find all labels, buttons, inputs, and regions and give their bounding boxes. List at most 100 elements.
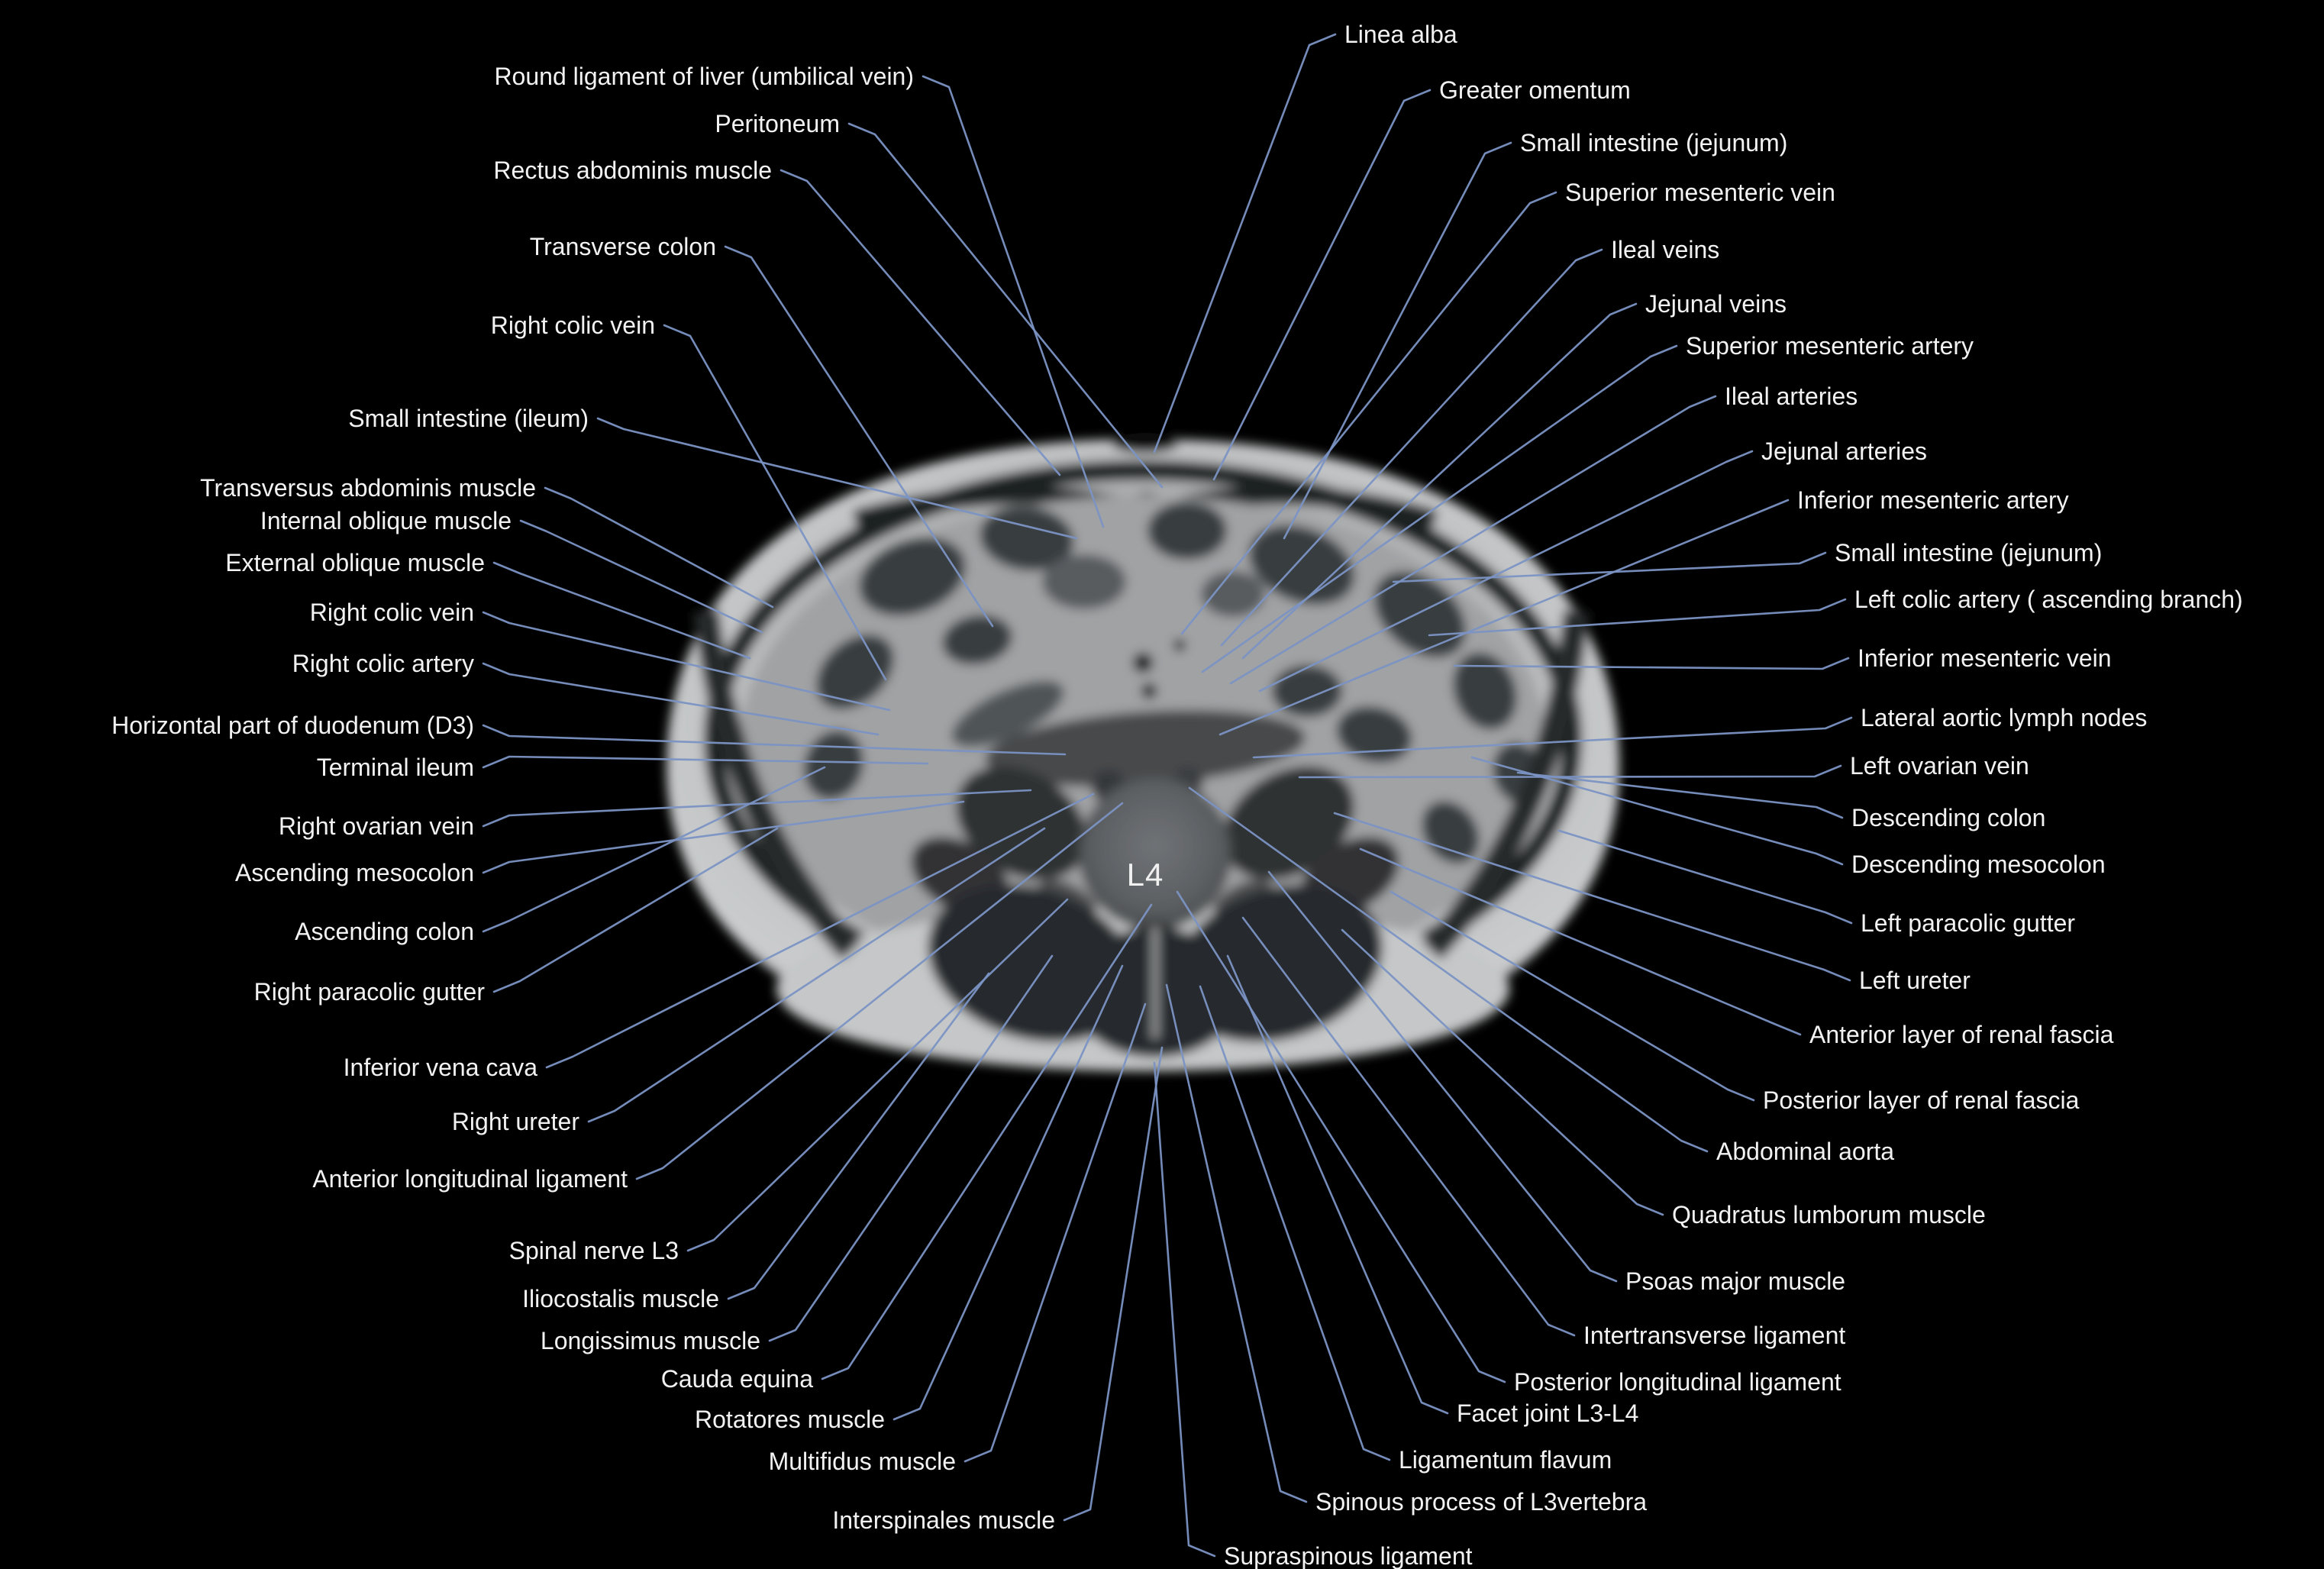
leader-line-right-colic-vein bbox=[663, 324, 887, 681]
paraspinal-muscles bbox=[928, 885, 1383, 1057]
anatomy-label-horizontal-part-of-duodenum-d3: Horizontal part of duodenum (D3) bbox=[111, 712, 474, 739]
anatomy-label-small-intestine-jejunum: Small intestine (jejunum) bbox=[1520, 129, 1788, 157]
anatomy-label-ligamentum-flavum: Ligamentum flavum bbox=[1399, 1446, 1612, 1474]
anatomy-label-posterior-layer-of-renal-fascia: Posterior layer of renal fascia bbox=[1763, 1086, 2080, 1114]
leader-line-ileal-veins bbox=[1220, 248, 1603, 647]
psoas-major-left bbox=[1223, 766, 1354, 880]
umbilicus-notch bbox=[1112, 433, 1179, 453]
leader-line-facet-joint-l3-l4 bbox=[1226, 954, 1449, 1415]
leader-line-intertransverse-ligament bbox=[1241, 916, 1576, 1337]
leader-line-right-ovarian-vein bbox=[482, 789, 1032, 828]
leader-line-inferior-mesenteric-artery bbox=[1218, 499, 1790, 736]
anatomy-label-facet-joint-l3-l4: Facet joint L3-L4 bbox=[1457, 1400, 1639, 1427]
leader-line-left-ureter bbox=[1333, 812, 1851, 982]
leader-line-horizontal-part-of-duodenum-d3 bbox=[482, 724, 1067, 756]
leader-line-right-colic-artery bbox=[482, 662, 880, 736]
leader-line-jejunal-veins bbox=[1241, 302, 1638, 660]
vertebral-body-l4 bbox=[1079, 777, 1231, 930]
anatomy-label-ascending-mesocolon: Ascending mesocolon bbox=[234, 859, 474, 886]
leader-line-spinal-nerve-l3 bbox=[686, 898, 1069, 1252]
anatomy-label-intertransverse-ligament: Intertransverse ligament bbox=[1583, 1322, 1846, 1349]
leader-line-round-ligament-of-liver-umbilical-vein bbox=[922, 75, 1105, 528]
anatomy-label-spinal-nerve-l3: Spinal nerve L3 bbox=[508, 1237, 679, 1264]
anatomy-label-anterior-longitudinal-ligament: Anterior longitudinal ligament bbox=[312, 1165, 628, 1193]
leader-line-left-ovarian-vein bbox=[1298, 764, 1842, 779]
mri-cross-section bbox=[667, 433, 1619, 1071]
leader-line-longissimus-muscle bbox=[768, 954, 1054, 1342]
leader-line-interspinales-muscle bbox=[1063, 1046, 1164, 1522]
anatomy-label-ascending-colon: Ascending colon bbox=[295, 918, 474, 945]
leader-line-small-intestine-jejunum bbox=[1283, 141, 1512, 540]
leader-line-right-ureter bbox=[587, 827, 1046, 1123]
leader-line-ascending-mesocolon bbox=[482, 800, 965, 874]
leader-line-greater-omentum bbox=[1212, 89, 1432, 481]
duodenum-band-right bbox=[951, 680, 1064, 747]
anatomy-label-posterior-longitudinal-ligament: Posterior longitudinal ligament bbox=[1514, 1368, 1841, 1396]
leader-line-anterior-layer-of-renal-fascia bbox=[1359, 847, 1802, 1036]
anatomy-label-left-ureter: Left ureter bbox=[1859, 967, 1971, 994]
anatomy-label-right-paracolic-gutter: Right paracolic gutter bbox=[253, 978, 485, 1006]
anatomy-label-terminal-ileum: Terminal ileum bbox=[316, 754, 474, 781]
anatomy-label-spinous-process-of-l3vertebra: Spinous process of L3vertebra bbox=[1315, 1488, 1648, 1516]
anatomy-label-cauda-equina: Cauda equina bbox=[660, 1365, 813, 1393]
leader-line-superior-mesenteric-artery bbox=[1201, 344, 1678, 673]
anatomy-label-iliocostalis-muscle: Iliocostalis muscle bbox=[522, 1285, 719, 1312]
psoas-major-right bbox=[956, 766, 1087, 880]
anatomy-label-multifidus-muscle: Multifidus muscle bbox=[768, 1448, 956, 1475]
anatomy-label-right-colic-vein: Right colic vein bbox=[490, 312, 655, 339]
leader-line-descending-mesocolon bbox=[1470, 756, 1844, 866]
leader-line-ileal-arteries bbox=[1229, 395, 1717, 685]
leader-line-abdominal-aorta bbox=[1188, 786, 1709, 1153]
leader-line-left-paracolic-gutter bbox=[1557, 829, 1853, 925]
leader-line-spinous-process-of-l3vertebra bbox=[1165, 983, 1308, 1503]
anatomy-label-superior-mesenteric-artery: Superior mesenteric artery bbox=[1686, 332, 1974, 360]
anatomy-label-right-ureter: Right ureter bbox=[451, 1108, 579, 1135]
anatomy-label-rotatores-muscle: Rotatores muscle bbox=[695, 1406, 885, 1433]
leader-line-descending-colon bbox=[1516, 771, 1844, 819]
anatomy-label-supraspinous-ligament: Supraspinous ligament bbox=[1224, 1542, 1473, 1569]
leader-line-superior-mesenteric-vein bbox=[1180, 191, 1557, 635]
duodenum-band bbox=[985, 709, 1306, 787]
leader-line-anterior-longitudinal-ligament bbox=[635, 802, 1124, 1180]
anatomy-label-round-ligament-of-liver-umbilical-vein: Round ligament of liver (umbilical vein) bbox=[494, 63, 914, 90]
anatomy-label-small-intestine-jejunum: Small intestine (jejunum) bbox=[1835, 539, 2103, 567]
anatomy-label-left-ovarian-vein: Left ovarian vein bbox=[1850, 752, 2029, 780]
leader-line-rotatores-muscle bbox=[892, 964, 1124, 1421]
leader-line-left-colic-artery-ascending-branch bbox=[1428, 598, 1847, 637]
anatomy-label-anterior-layer-of-renal-fascia: Anterior layer of renal fascia bbox=[1809, 1021, 2114, 1048]
anatomy-label-ileal-arteries: Ileal arteries bbox=[1725, 383, 1858, 410]
anatomy-label-jejunal-veins: Jejunal veins bbox=[1645, 290, 1787, 318]
anatomy-label-inferior-mesenteric-artery: Inferior mesenteric artery bbox=[1797, 486, 2069, 514]
leader-line-transverse-colon bbox=[724, 245, 994, 628]
anatomy-label-right-ovarian-vein: Right ovarian vein bbox=[278, 812, 474, 840]
leader-line-posterior-longitudinal-ligament bbox=[1176, 890, 1506, 1383]
anatomy-label-peritoneum: Peritoneum bbox=[715, 110, 840, 137]
anatomy-label-descending-colon: Descending colon bbox=[1851, 804, 2046, 831]
leader-line-ascending-colon bbox=[482, 766, 826, 933]
leader-line-rectus-abdominis-muscle bbox=[780, 169, 1061, 476]
leader-line-small-intestine-ileum bbox=[596, 417, 1078, 540]
anatomy-label-small-intestine-ileum: Small intestine (ileum) bbox=[348, 405, 589, 432]
leader-line-quadratus-lumborum-muscle bbox=[1341, 928, 1664, 1216]
anatomy-label-quadratus-lumborum-muscle: Quadratus lumborum muscle bbox=[1672, 1201, 1986, 1228]
leader-line-lateral-aortic-lymph-nodes bbox=[1252, 716, 1853, 759]
leader-line-peritoneum bbox=[847, 122, 1164, 489]
leader-lines-layer bbox=[482, 33, 1853, 1558]
anatomy-label-interspinales-muscle: Interspinales muscle bbox=[832, 1506, 1055, 1534]
bowel-loops bbox=[803, 502, 1543, 864]
anatomy-label-jejunal-arteries: Jejunal arteries bbox=[1761, 437, 1927, 465]
leader-line-jejunal-arteries bbox=[1258, 450, 1754, 692]
leader-line-cauda-equina bbox=[821, 903, 1153, 1380]
leader-line-terminal-ileum bbox=[482, 755, 929, 769]
anatomy-label-psoas-major-muscle: Psoas major muscle bbox=[1625, 1267, 1846, 1295]
anatomy-label-lateral-aortic-lymph-nodes: Lateral aortic lymph nodes bbox=[1861, 704, 2148, 731]
anatomy-label-greater-omentum: Greater omentum bbox=[1439, 76, 1631, 104]
anatomy-label-ileal-veins: Ileal veins bbox=[1611, 236, 1720, 263]
leader-line-posterior-layer-of-renal-fascia bbox=[1390, 890, 1755, 1102]
anatomy-label-right-colic-vein: Right colic vein bbox=[309, 599, 474, 626]
anatomy-label-internal-oblique-muscle: Internal oblique muscle bbox=[260, 507, 512, 534]
leader-line-linea-alba bbox=[1153, 33, 1337, 454]
leader-line-right-colic-vein bbox=[482, 611, 891, 712]
